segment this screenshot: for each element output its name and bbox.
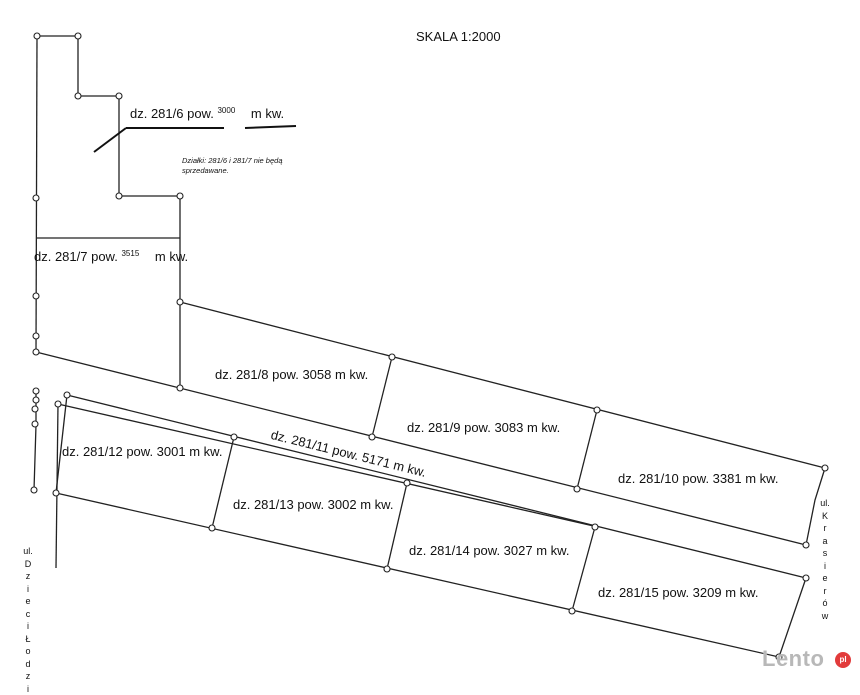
street-right-char: ul. (820, 497, 830, 510)
street-right-char: K (820, 510, 830, 523)
street-right-char: r (820, 585, 830, 598)
annotation-stroke (94, 128, 126, 152)
plot-281-14-label: dz. 281/14 pow. 3027 m kw. (409, 543, 569, 558)
street-right-char: ó (820, 597, 830, 610)
annotation-underline-2 (245, 126, 296, 128)
plot-281-6-area: 3000 (217, 106, 235, 115)
boundary-281-11-south (56, 493, 779, 657)
plot-281-7-area: 3515 (121, 249, 139, 258)
survey-plan-map (0, 0, 860, 680)
sale-note: Działki: 281/6 i 281/7 nie będą sprzedaw… (182, 156, 283, 176)
street-left-char: o (23, 645, 33, 658)
plot-281-12-label: dz. 281/12 pow. 3001 m kw. (62, 444, 222, 459)
plot-281-7-label: dz. 281/7 pow. 3515 m kw. (34, 249, 188, 264)
plot-281-8-label: dz. 281/8 pow. 3058 m kw. (215, 367, 368, 382)
street-left-char: z (23, 670, 33, 683)
street-left-char: z (23, 570, 33, 583)
street-right-char: a (820, 535, 830, 548)
boundary-281-13-281-14 (387, 483, 407, 569)
street-left-char: D (23, 558, 33, 571)
street-left-char: c (23, 608, 33, 621)
plot-281-10-label: dz. 281/10 pow. 3381 m kw. (618, 471, 778, 486)
street-left-char: ul. (23, 545, 33, 558)
watermark-badge: pl (835, 652, 851, 668)
street-left-char: i (23, 683, 33, 695)
plot-281-6-label: dz. 281/6 pow. 3000 m kw. (130, 106, 284, 121)
street-right-char: w (820, 610, 830, 623)
boundary-281-8-281-9 (372, 357, 392, 437)
street-left-char: d (23, 658, 33, 671)
street-right-char: s (820, 547, 830, 560)
plot-281-6-unit: m kw. (251, 106, 284, 121)
street-label-krasierow: ul. K r a s i e r ó w (820, 497, 830, 622)
street-right-char: e (820, 572, 830, 585)
boundary-281-9-281-10 (577, 410, 597, 489)
boundary-281-14-281-15 (572, 527, 595, 611)
plot-281-15-label: dz. 281/15 pow. 3209 m kw. (598, 585, 758, 600)
street-right-char: i (820, 560, 830, 573)
watermark-logo: Lento (762, 646, 824, 672)
plot-281-7-unit: m kw. (155, 249, 188, 264)
sale-note-line-2: sprzedawane. (182, 166, 283, 176)
plot-281-7-prefix: dz. 281/7 pow. (34, 249, 118, 264)
sale-note-line-1: Działki: 281/6 i 281/7 nie będą (182, 156, 283, 166)
street-left-char: Ł (23, 633, 33, 646)
street-left-char: e (23, 595, 33, 608)
plot-281-6-prefix: dz. 281/6 pow. (130, 106, 214, 121)
plot-281-9-label: dz. 281/9 pow. 3083 m kw. (407, 420, 560, 435)
scale-label: SKALA 1:2000 (416, 29, 501, 44)
boundary-plot-281-6-7 (37, 36, 180, 388)
street-label-dzieci-lodzi: ul. D z i e c i Ł o d z i (23, 545, 33, 695)
street-right-char: r (820, 522, 830, 535)
street-left-char: i (23, 620, 33, 633)
plot-281-13-label: dz. 281/13 pow. 3002 m kw. (233, 497, 393, 512)
boundary-west-edge (36, 36, 37, 352)
street-left-char: i (23, 583, 33, 596)
